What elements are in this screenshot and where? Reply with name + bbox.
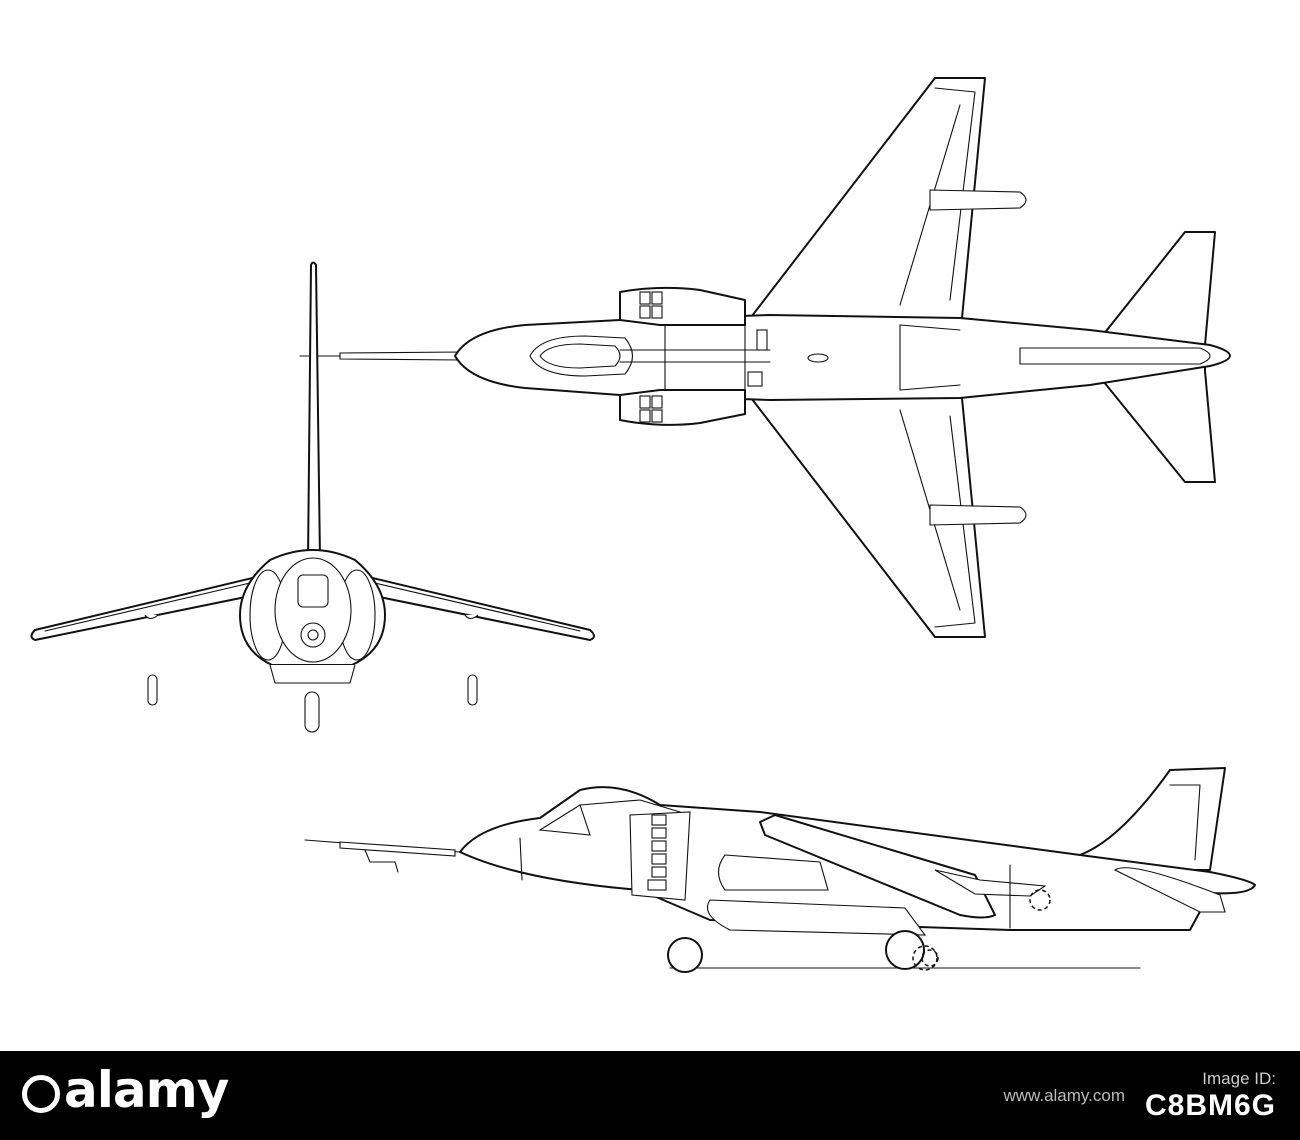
front-view	[30, 261, 595, 733]
nose-wheel	[667, 937, 703, 973]
canopy-side	[538, 804, 591, 836]
alamy-logo-icon	[22, 1074, 60, 1113]
fin-front	[307, 261, 321, 561]
top-view	[299, 77, 1231, 638]
brand-logo[interactable]: alamy	[22, 1061, 229, 1119]
wing-left-front	[30, 574, 271, 641]
fin-side	[1079, 767, 1226, 871]
wing-side	[759, 814, 996, 919]
image-id-code: C8BM6G	[1144, 1088, 1276, 1122]
canopy-top	[529, 335, 634, 377]
wing-right-front	[354, 574, 595, 641]
side-view	[304, 767, 1256, 973]
three-view-aircraft-drawing	[30, 77, 1256, 973]
website-label: www.alamy.com	[1003, 1085, 1125, 1105]
fuselage	[454, 314, 1231, 401]
image-id-label: Image ID:	[1202, 1068, 1276, 1088]
image-id-block: Image ID: C8BM6G	[1145, 1051, 1276, 1140]
watermark-footer: alamy www.alamy.com Image ID: C8BM6G	[0, 1051, 1300, 1140]
main-wheel	[885, 930, 925, 970]
brand-name: alamy	[64, 1061, 229, 1119]
